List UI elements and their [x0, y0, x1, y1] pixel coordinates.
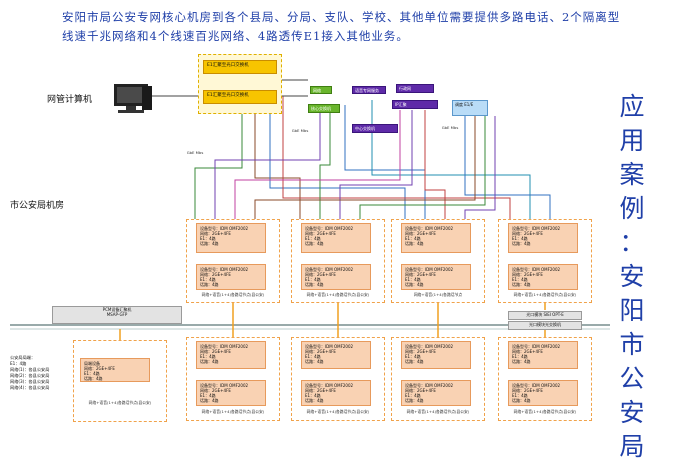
site-caption: 网络+语音(1+4)各路话节点(县公安) [513, 409, 577, 414]
nms-label: 网管计算机 [47, 95, 93, 105]
optical-switch: 光口模块光交换机 [508, 321, 582, 330]
site-caption: 网络+语音(1+4)各路话节点(县公安) [513, 292, 577, 297]
voice-server: 语音专网服务 [352, 86, 386, 94]
admin-net: 行政网 [396, 84, 434, 93]
dispatch-box: 调度 E1/E [452, 100, 488, 116]
core-switch-2: E1汇聚至光口交换机 [203, 90, 277, 104]
site-caption: 网络+语音(1+4)各路话节点(县公安) [406, 409, 470, 414]
site-caption: 网络+语音(1+4)各路话节点(县公安) [201, 409, 265, 414]
city-room-label: 市公安局机房 [10, 201, 65, 211]
site-caption: 网络+语音(1+4)各路话节点(县公安) [88, 400, 152, 405]
site-caption: 网络+语音(1+4)各路话节点(县公安) [306, 292, 370, 297]
fiber-label: GbE Mbs [291, 128, 309, 133]
site-caption: 网络+语音(1+4)各路话节点(县公安) [306, 409, 370, 414]
site-caption: 网络+语音(1+4)各路话节点(县公安) [201, 292, 265, 297]
core-switch-1: E1汇聚至光口交换机 [203, 60, 277, 74]
core-switch-green: 核心交换机 [308, 104, 340, 113]
network-box: 网络 [310, 86, 332, 94]
computer-icon [114, 84, 152, 113]
bottom-left-notes: 公安局局端：E1：4路网络(1)：各县公安局网络(2)：各县公安局网络(3)：各… [10, 355, 50, 390]
site-caption: 网络+语音(1+4)各路话节点 [413, 292, 463, 297]
ip-agg: IP汇聚 [392, 100, 438, 109]
fiber-label: GbE Mbs [441, 125, 459, 130]
center-switch: 中心交换机 [352, 124, 398, 133]
page-title: 安阳市局公安专网核心机房到各个县局、分局、支队、学校、其他单位需要提供多路电话、… [62, 10, 621, 43]
side-title: 应用案例：安阳市公安局 [619, 92, 645, 461]
optical-module: 光口模块 SIEI OPT-E [508, 311, 582, 320]
fiber-label: GbE Mbs [186, 150, 204, 155]
